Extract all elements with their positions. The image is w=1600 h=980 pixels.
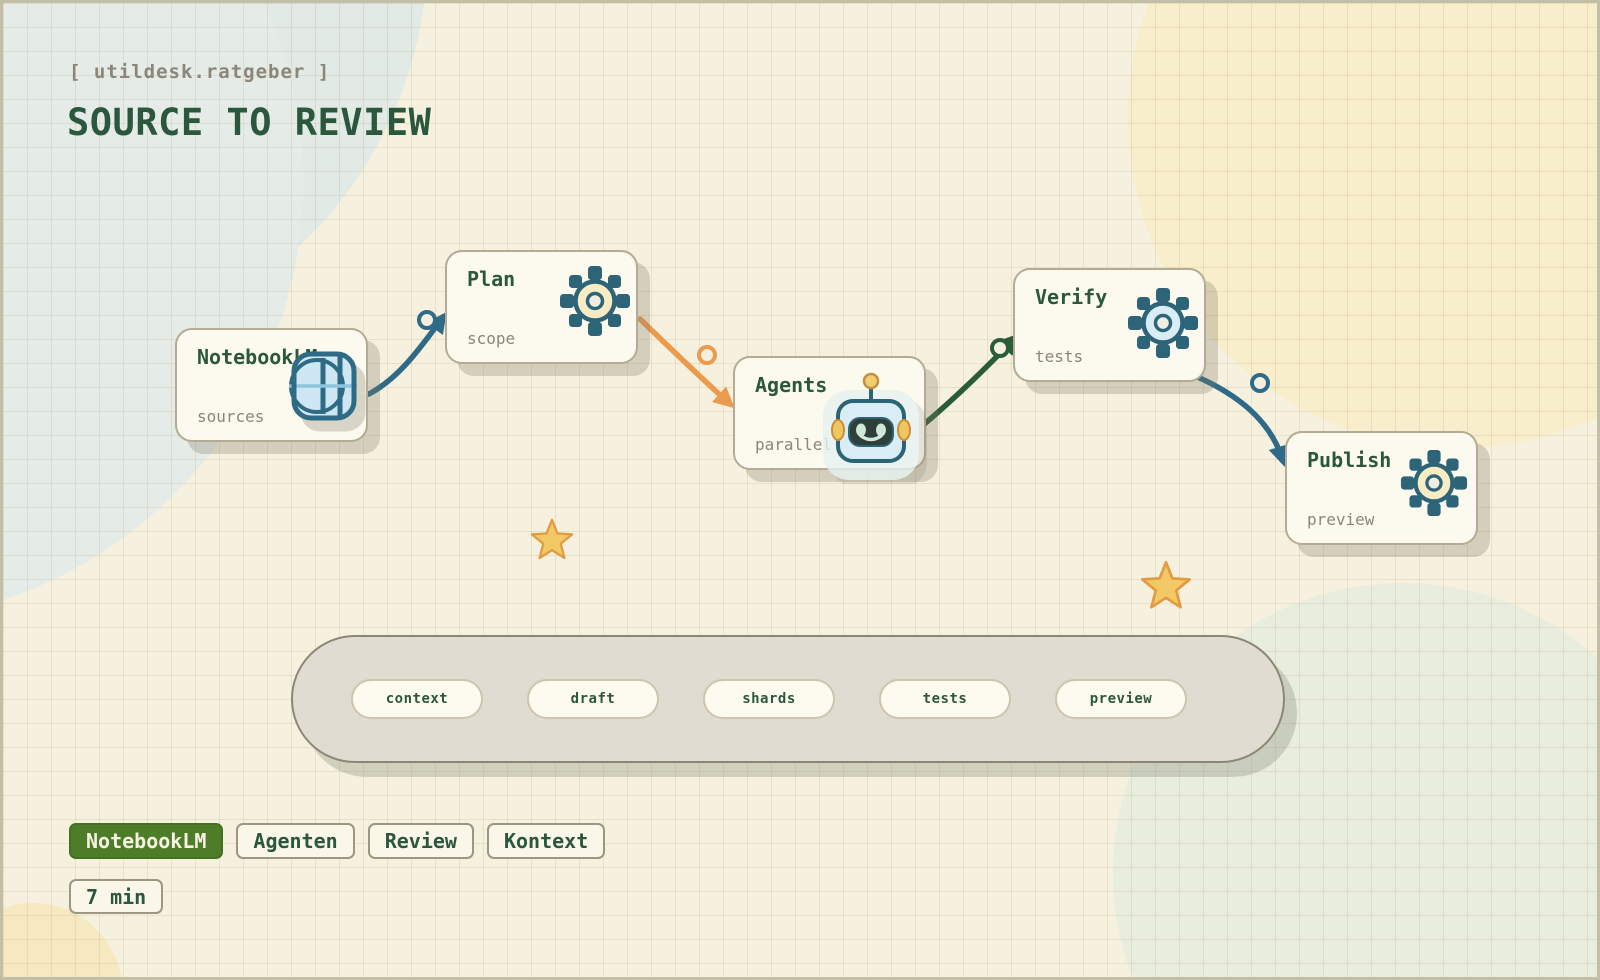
robot-icon: [823, 372, 919, 480]
flow-connectors: [366, 310, 1289, 468]
node-notebooklm[interactable]: NotebookLM sources: [175, 328, 368, 442]
page-title: SOURCE TO REVIEW: [67, 101, 432, 144]
pill-context[interactable]: context: [351, 679, 483, 719]
node-title: Agents: [755, 373, 828, 397]
node-subtitle: preview: [1307, 510, 1375, 529]
connector-waypoint: [697, 345, 717, 365]
node-agents[interactable]: Agents parallel: [733, 356, 926, 480]
pill-shards[interactable]: shards: [703, 679, 835, 719]
tag-notebooklm[interactable]: NotebookLM: [69, 823, 224, 859]
connector-notebooklm-plan: [366, 310, 447, 397]
star-icon: [1140, 560, 1192, 609]
tag-row: NotebookLM Agenten Review Kontext: [69, 823, 606, 859]
tag-review[interactable]: Review: [367, 823, 474, 859]
gear-icon: [1400, 449, 1468, 517]
duration-badge: 7 min: [69, 879, 164, 914]
notebook-icon: [289, 351, 357, 421]
node-title: Publish: [1307, 448, 1392, 472]
connector-plan-agents: [637, 316, 735, 409]
connector-waypoint: [1250, 373, 1270, 393]
gear-icon: [560, 266, 630, 336]
connector-waypoint: [990, 338, 1010, 358]
star-icon: [530, 518, 574, 560]
pill-draft[interactable]: draft: [527, 679, 659, 719]
brand-label: [ utildesk.ratgeber ]: [69, 61, 331, 83]
connector-verify-publish: [1183, 369, 1289, 468]
connector-waypoint: [417, 310, 437, 330]
node-title: Verify: [1035, 285, 1108, 309]
tag-agenten[interactable]: Agenten: [236, 823, 355, 859]
pill-preview[interactable]: preview: [1055, 679, 1187, 719]
pill-tests[interactable]: tests: [879, 679, 1011, 719]
node-publish[interactable]: Publish preview: [1285, 431, 1478, 545]
tag-kontext[interactable]: Kontext: [486, 823, 606, 859]
connector-agents-verify: [919, 333, 1020, 429]
node-plan[interactable]: Plan scope: [445, 250, 638, 364]
node-subtitle: scope: [467, 329, 516, 348]
gear-icon: [1128, 288, 1198, 358]
node-subtitle: parallel: [755, 435, 833, 454]
node-verify[interactable]: Verify tests: [1013, 268, 1206, 382]
node-subtitle: tests: [1035, 347, 1084, 366]
artifact-tray: context draft shards tests preview: [291, 635, 1285, 763]
node-subtitle: sources: [197, 407, 265, 426]
node-title: Plan: [467, 267, 516, 291]
